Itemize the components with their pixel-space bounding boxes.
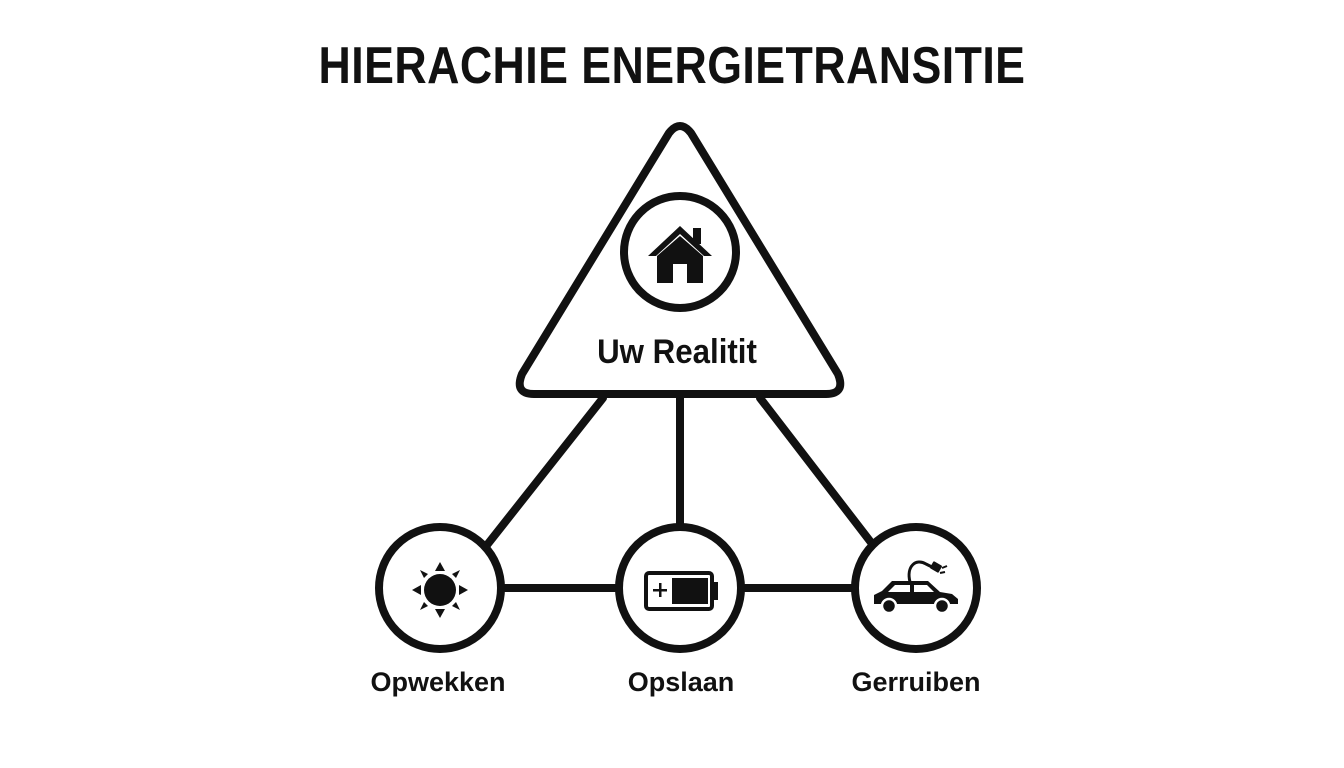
connector-left (483, 394, 607, 549)
node-gerruiben-label: Gerruiben (851, 667, 980, 697)
connector-lines (483, 394, 877, 592)
node-opslaan-label: Opslaan (628, 667, 735, 697)
node-opslaan: Opslaan (615, 523, 745, 697)
sun-icon (412, 562, 468, 618)
electric-car-icon (874, 560, 958, 615)
node-gerruiben: Gerruiben (851, 523, 981, 697)
diagram-title: HIERACHIE ENERGIETRANSITIE (318, 37, 1026, 95)
top-node: Uw Realitit (515, 122, 845, 398)
node-opwekken-label: Opwekken (370, 667, 505, 697)
connector-right (756, 394, 877, 549)
battery-icon (644, 571, 718, 611)
house-icon (648, 226, 712, 283)
top-node-label: Uw Realitit (597, 332, 757, 371)
node-opwekken: Opwekken (370, 523, 506, 697)
